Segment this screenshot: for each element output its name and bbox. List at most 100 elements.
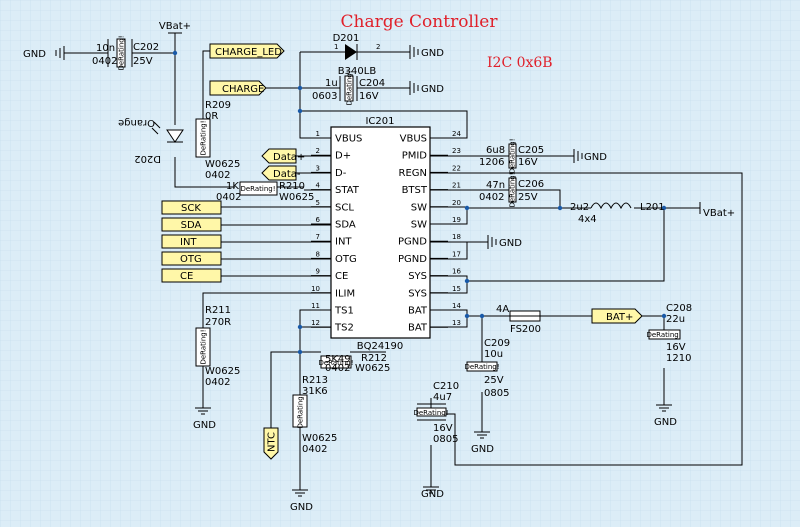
ic-pin-num-left: 3 xyxy=(316,164,320,172)
r210-pkg2: W0625 xyxy=(279,192,314,203)
ic-pin-name-left: D- xyxy=(335,168,347,179)
ntc-label: NTC xyxy=(267,432,278,452)
otg-tag[interactable]: OTG xyxy=(161,251,222,266)
gnd-c205-label: GND xyxy=(584,152,607,163)
r213[interactable]: DeRating! R213 31K6 W0625 0402 xyxy=(292,375,337,455)
c210[interactable]: DeRating! C210 4u7 16V 0805 xyxy=(413,381,459,445)
gnd-c208-label: GND xyxy=(654,417,677,428)
r213-pkg: W0625 xyxy=(302,433,337,444)
gnd-pgnd: GND xyxy=(487,235,522,249)
gnd-c210: GND xyxy=(421,486,444,500)
schematic-title: Charge Controller xyxy=(340,12,498,32)
r211-pkg2: 0402 xyxy=(205,377,230,388)
gnd-r213-label: GND xyxy=(290,502,313,513)
ic-pin-name-right: BTST xyxy=(402,185,428,196)
ic-pin-name-left: D+ xyxy=(335,151,351,162)
c209[interactable]: DeRating! C209 10u 25V 0805 xyxy=(464,338,510,399)
ic-pin-name-right: VBUS xyxy=(400,134,427,145)
ic-pin-num-right: 16 xyxy=(452,268,461,276)
ic-body[interactable] xyxy=(330,126,431,339)
ce-tag[interactable]: CE xyxy=(161,268,222,283)
c202[interactable]: DeRating! 10n 0402 C202 25V xyxy=(92,35,159,70)
int-tag[interactable]: INT xyxy=(161,234,222,249)
r209-pkg: W0625 xyxy=(205,159,240,170)
gnd-left: GND xyxy=(23,46,65,60)
d201[interactable]: D201 B340LB 1 2 xyxy=(327,33,380,77)
r212-derating: DeRating! xyxy=(318,359,353,367)
ntc-tag[interactable]: NTC xyxy=(263,427,279,460)
r210-pkg: 0402 xyxy=(216,192,241,203)
r210-ref: R210 xyxy=(279,181,305,192)
ic-pin-num-left: 7 xyxy=(316,233,320,241)
charge-tag[interactable]: CHARGE xyxy=(209,80,267,96)
gnd-d201: GND xyxy=(409,45,444,59)
ic-pin-num-left: 2 xyxy=(316,147,320,155)
ic-pin-num-right: 15 xyxy=(452,285,461,293)
bat-plus-tag[interactable]: BAT+ xyxy=(591,308,643,324)
ic-pin-num-right: 18 xyxy=(452,233,461,241)
ic-pin-num-left: 12 xyxy=(311,319,320,327)
r209-ref: R209 xyxy=(205,100,231,111)
r212[interactable]: DeRating! 5K49 0402 R212 W0625 xyxy=(318,353,390,374)
ic-pin-name-right: SW xyxy=(411,220,427,231)
gnd-c209: GND xyxy=(471,431,494,455)
ic-pin-name-left: TS1 xyxy=(334,306,354,317)
ic-pin-num-left: 5 xyxy=(316,199,320,207)
r211-value: 270R xyxy=(205,317,231,328)
ic-pin-name-right: REGN xyxy=(399,168,428,179)
ic-pin-num-right: 23 xyxy=(452,147,461,155)
ic-pin-num-right: 24 xyxy=(452,130,461,138)
i2c-address: I2C 0x6B xyxy=(487,55,553,71)
vbat-top-label: VBat+ xyxy=(159,21,191,32)
vbat-top-port: VBat+ xyxy=(159,21,191,34)
ic-pin-num-left: 1 xyxy=(316,130,320,138)
sck-tag[interactable]: SCK xyxy=(161,200,222,215)
c204[interactable]: DeRating! 1u 0603 C204 16V xyxy=(312,70,385,105)
r210[interactable]: DeRating! 1K 0402 R210 W0625 xyxy=(216,181,314,203)
l201[interactable]: 2u2 4x4 L201 xyxy=(570,202,665,225)
d202-color: Orange xyxy=(118,117,155,128)
ic-pin-num-left: 8 xyxy=(316,250,320,258)
c206[interactable]: DeRating! 47n 0402 C206 25V xyxy=(479,172,544,207)
c206-ref: C206 xyxy=(518,179,544,190)
charge-led-tag[interactable]: CHARGE_LED xyxy=(209,43,285,59)
c208-ref: C208 xyxy=(666,303,692,314)
charge-label: CHARGE xyxy=(222,84,264,95)
fs200[interactable]: 4A FS200 xyxy=(496,304,541,335)
ic-pin-name-left: INT xyxy=(335,237,352,248)
data-plus-tag[interactable]: Data+ xyxy=(261,148,305,164)
c205[interactable]: DeRating! 6u8 1206 C205 16V xyxy=(479,138,544,173)
ic-pin-num-left: 11 xyxy=(311,302,320,310)
c204-value: 1u xyxy=(325,78,338,89)
ic-pin-name-right: SW xyxy=(411,202,427,213)
ic-pin-num-right: 21 xyxy=(452,182,461,190)
d201-pin1: 1 xyxy=(334,43,338,51)
r212-value: 5K49 xyxy=(325,354,351,365)
c209-volt: 25V xyxy=(484,375,504,386)
ic-pin-name-right: SYS xyxy=(408,271,427,282)
d202[interactable]: Orange D202 xyxy=(118,117,184,164)
c210-volt: 16V xyxy=(433,423,453,434)
c208[interactable]: DeRating! C208 22u 16V 1210 xyxy=(646,303,692,364)
data-plus-label: Data+ xyxy=(273,152,305,163)
ic-pin-name-left: ILIM xyxy=(335,288,355,299)
c210-value: 4u7 xyxy=(433,392,452,403)
r209[interactable]: DeRating! R209 0R W0625 0402 xyxy=(195,100,240,181)
ic-pin-num-right: 22 xyxy=(452,164,461,172)
r211[interactable]: DeRating! R211 270R W0625 0402 xyxy=(195,305,240,388)
data-minus-tag[interactable]: Data- xyxy=(261,165,301,181)
c208-value: 22u xyxy=(666,314,685,325)
c209-pkg: 0805 xyxy=(484,388,509,399)
c208-derating: DeRating! xyxy=(646,331,681,339)
r209-value: 0R xyxy=(205,111,218,122)
c202-value: 10n xyxy=(96,43,115,54)
c206-value: 47n xyxy=(486,180,505,191)
d201-part: B340LB xyxy=(338,66,377,77)
ic-pin-num-left: 6 xyxy=(316,216,321,224)
r212-pkg: 0402 xyxy=(325,363,350,374)
ic-pin-name-right: PGND xyxy=(398,254,427,265)
sda-tag[interactable]: SDA xyxy=(161,217,222,232)
c210-derating: DeRating! xyxy=(413,409,448,417)
c205-ref: C205 xyxy=(518,145,544,156)
